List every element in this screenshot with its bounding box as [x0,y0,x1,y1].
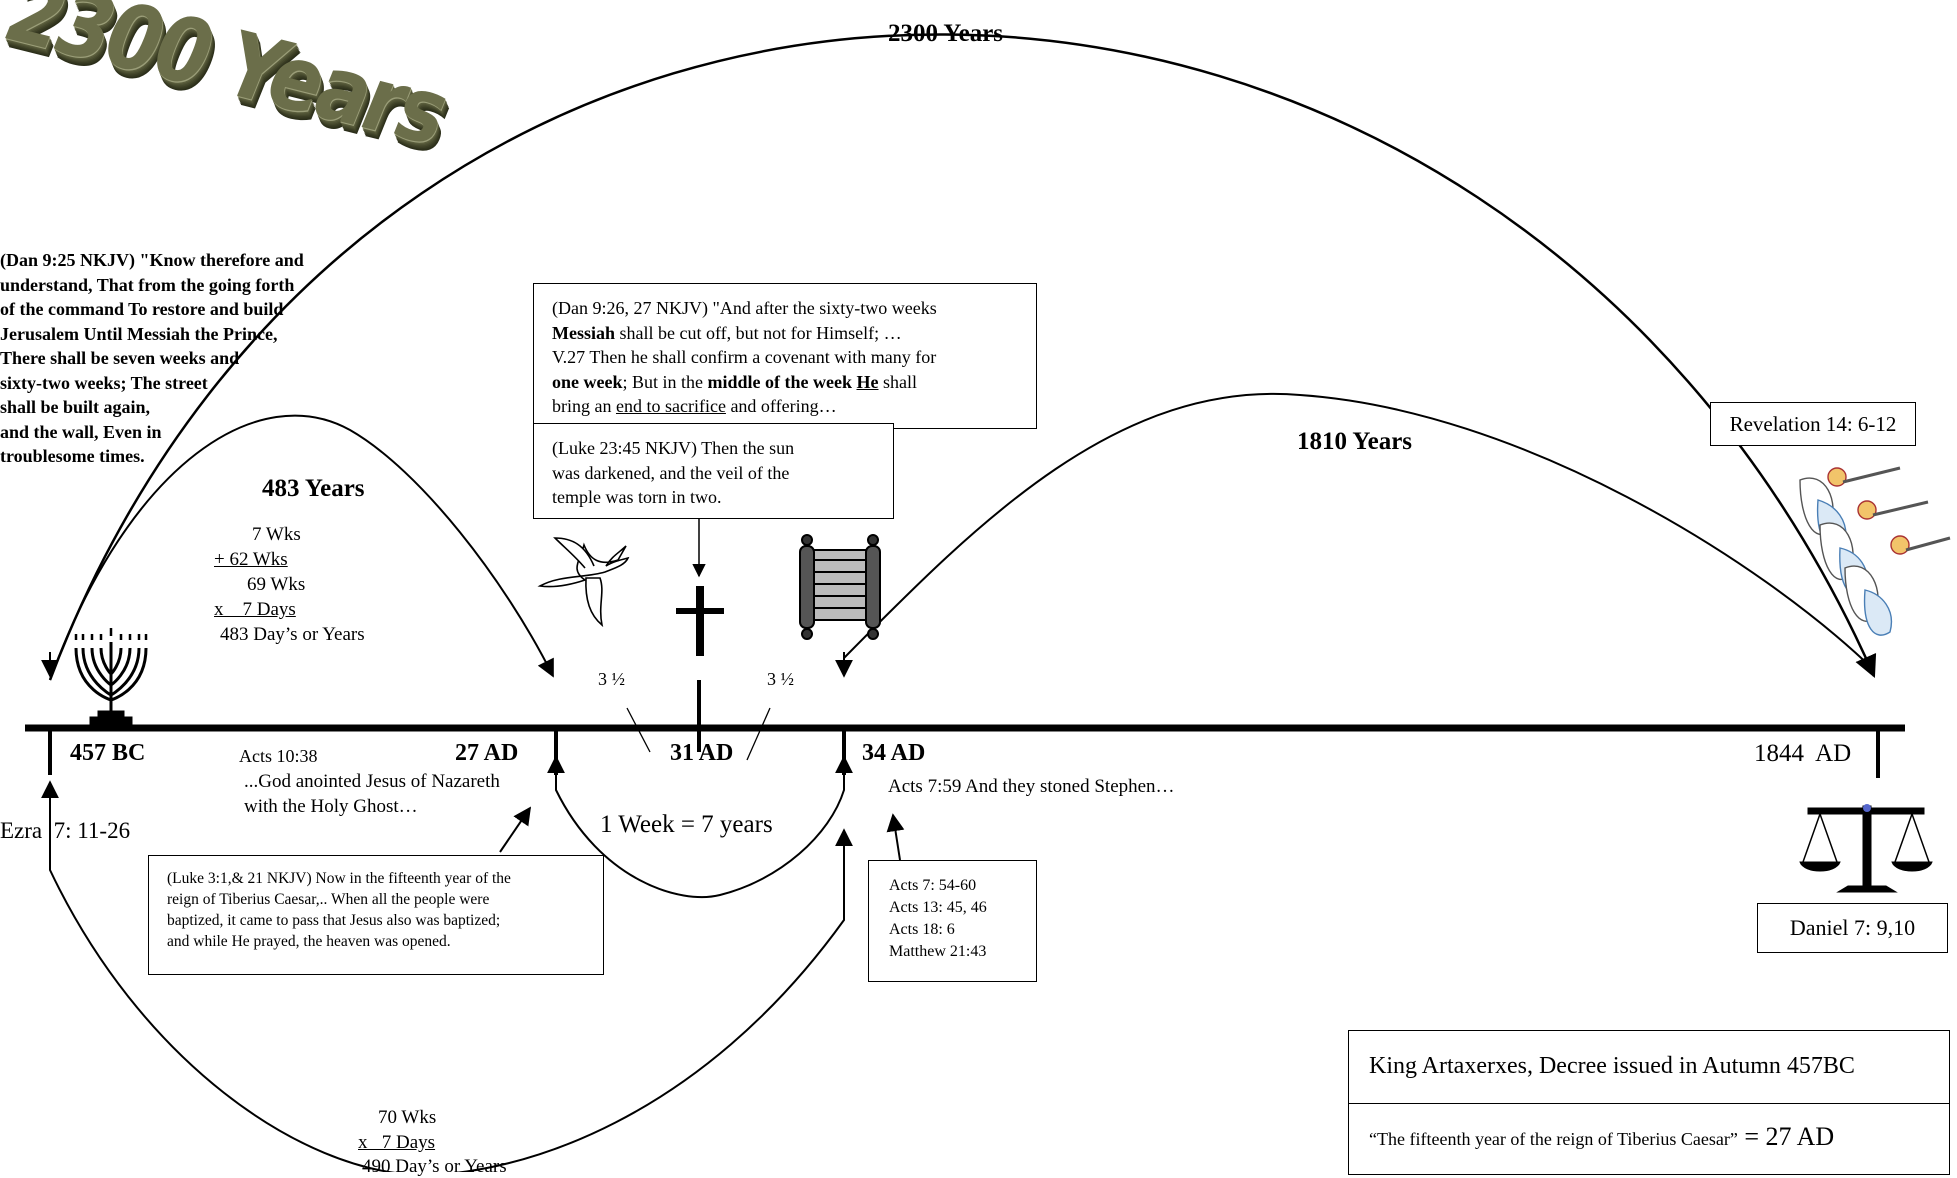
date-457-bc: 457 BC [70,740,146,766]
date-31-ad: 31 AD [670,740,734,766]
dan-9-26-27-box: (Dan 9:26, 27 NKJV) "And after the sixty… [533,283,1037,429]
pointer-half-right [746,707,771,761]
label-1810-years: 1810 Years [1297,428,1413,455]
label-483-years: 483 Years [262,475,365,502]
arc-490-years [41,780,853,1172]
acts-7-59-text: Acts 7:59 And they stoned Stephen… [888,776,1175,797]
half-week-left: 3 ½ [598,669,625,689]
king-box-row1: King Artaxerxes, Decree issued in Autumn… [1349,1031,1949,1104]
date-27-ad: 27 AD [455,740,519,766]
acts-10-38-line2: with the Holy Ghost… [244,796,418,817]
arc-1810-years [843,392,1875,671]
ezra-ref: Ezra 7: 11-26 [0,818,131,843]
acts-refs-box: Acts 7: 54-60 Acts 13: 45, 46 Acts 18: 6… [868,860,1037,982]
arc-2300-years [48,33,1877,681]
arc-483-years [49,414,554,681]
calc-490-days: 490 Day’s or Years [362,1156,507,1177]
calc-70-7-days: x 7 Days [358,1132,436,1153]
date-34-ad: 34 AD [862,740,926,766]
menorah-icon [74,628,148,725]
calc-483-days: 483 Day’s or Years [220,624,365,645]
label-2300-years: 2300 Years [888,20,1004,47]
calc-70-wks: 70 Wks [378,1107,437,1128]
calc-69-wks: 69 Wks [247,574,306,595]
label-one-week: 1 Week = 7 years [600,811,773,838]
calc-7-days: x 7 Days [214,599,296,620]
acts-10-38-ref: Acts 10:38 [239,746,318,766]
revelation-box: Revelation 14: 6-12 [1710,402,1916,446]
dan-9-25-quote: (Dan 9:25 NKJV) "Know therefore and unde… [0,250,304,466]
daniel-box: Daniel 7: 9,10 [1757,903,1948,953]
pointer-acts-refs [886,813,905,861]
scales-icon [1799,804,1933,893]
luke-3-box: (Luke 3:1,& 21 NKJV) Now in the fifteent… [148,855,604,975]
date-1844-ad: 1844 AD [1754,740,1852,767]
king-box-row2: “The fifteenth year of the reign of Tibe… [1369,1122,1835,1151]
scroll-icon [799,534,881,640]
dove-icon [537,537,630,628]
king-artaxerxes-box: King Artaxerxes, Decree issued in Autumn… [1348,1030,1950,1175]
luke-23-45-box: (Luke 23:45 NKJV) Then the sun was darke… [533,423,894,519]
angels-icon [1799,466,1951,636]
half-week-right: 3 ½ [767,669,794,689]
pointer-luke3 [499,806,532,853]
pointer-half-left [626,707,651,753]
calc-62-wks: + 62 Wks [214,549,288,570]
acts-10-38-line1: ...God anointed Jesus of Nazareth [244,771,500,792]
calc-7-wks: 7 Wks [252,524,301,545]
cross-icon [676,586,724,656]
